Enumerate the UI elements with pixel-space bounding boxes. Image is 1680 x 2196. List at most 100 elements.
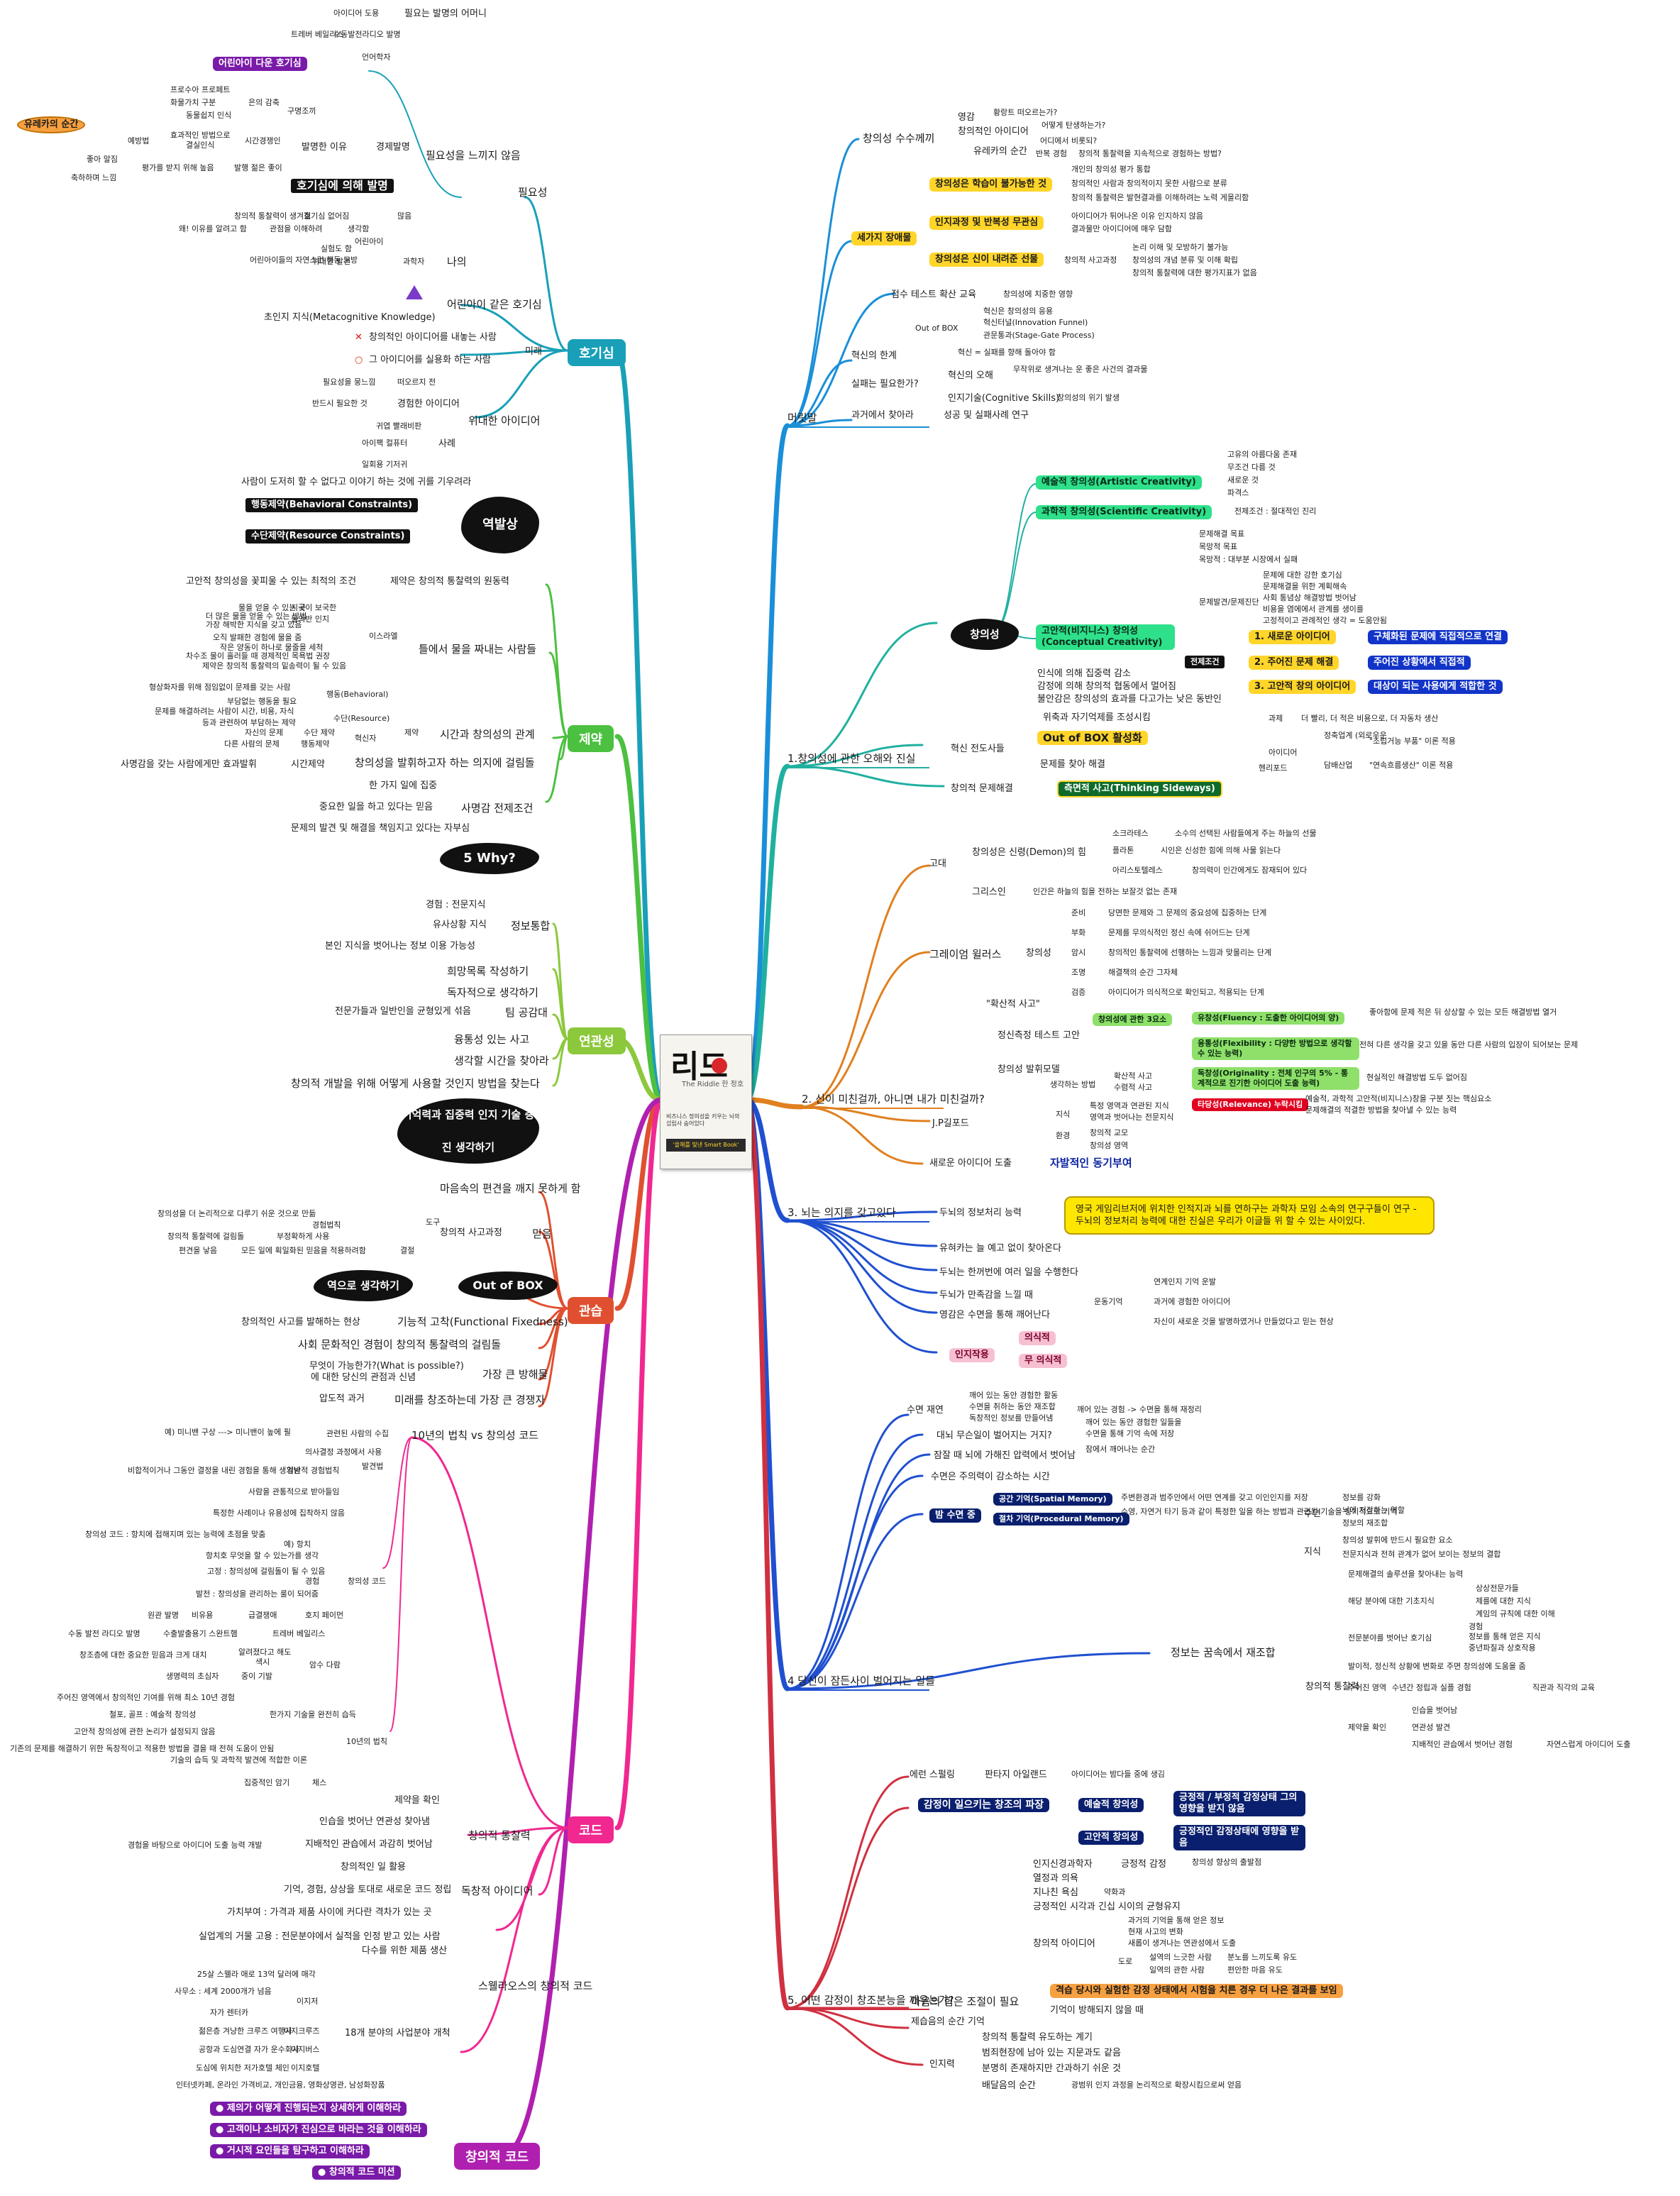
label-m3: 자신이 새로운 것을 발명하였거나 만들었다고 믿는 현상	[1154, 1317, 1334, 1326]
label-obstacle2: 창의적 통찰력에 걸림돌	[167, 1232, 245, 1241]
label-creative-process: 창의적 사고과정	[440, 1227, 502, 1238]
right-branch-title-4: 4 당신이 잠든사이 벌어지는 일들	[788, 1674, 936, 1687]
label-pride: 문제의 발견 및 해결을 책임지고 있다는 자부심	[291, 823, 470, 834]
label-road-d2: 분노를 느끼도록 유도	[1227, 1953, 1298, 1962]
label-knowledge2: 지식	[1304, 1547, 1321, 1557]
label-trevor: 트레버 베일리스	[291, 30, 344, 39]
branch-line	[538, 1307, 569, 1408]
label-s7: 잠에서 깨어나는 순간	[1085, 1445, 1156, 1454]
branch-yeongwan[interactable]: 연관성	[568, 1027, 626, 1054]
label-must: 반드시 필요한 것	[312, 399, 368, 408]
label-s4: 깨어 있는 경험 -> 수면을 통해 재정리	[1077, 1405, 1202, 1414]
label-discovery: 발견법	[362, 1462, 384, 1471]
label-listen: 사람이 도저히 할 수 없다고 이야기 하는 것에 귀를 기우려라	[241, 477, 472, 487]
label-change: 발이적, 정신적 상황에 변화로 주면 창의성에 도움을 줌	[1348, 1662, 1526, 1671]
label-sci1: 전제조건 : 절대적인 진리	[1234, 507, 1317, 516]
label-mission-only: 사명감을 갖는 사람에게만 효과발휘	[121, 759, 257, 770]
label-crisis: 창의성의 위기 발생	[1057, 393, 1120, 402]
label-o-idea: 그 아이디어를 실용화 하는 사람	[369, 355, 492, 365]
label-obs3c: 창의적 통찰력에 대한 평가지표가 없음	[1132, 268, 1257, 277]
label-how-think: 생각하는 방법	[1050, 1080, 1096, 1089]
tag-artistic: 예술적 창의성(Artistic Creativity)	[1036, 475, 1202, 490]
mission-item-4: ● 창의적 코드 미션	[312, 2165, 401, 2180]
branch-line	[786, 1219, 938, 1294]
label-irrational: 비합적이거나 그동안 결정을 내린 경험을 통해 생겨남	[128, 1466, 301, 1475]
branch-line	[786, 1219, 938, 1354]
label-need-sum: 필요성을 뭉느낌	[323, 377, 376, 387]
label-fail-need: 실패는 필요한가?	[851, 379, 919, 390]
label-flexible: 융통성 있는 사고	[454, 1033, 530, 1046]
branch-line	[786, 1210, 938, 1222]
label-what-possible: 무엇이 가능한가?(What is possible?)	[309, 1361, 464, 1372]
label-stagegate: 관문통과(Stage-Gate Process)	[983, 331, 1095, 340]
label-plato: 플라톤	[1112, 846, 1134, 855]
label-cute: 귀엽 빨래비판	[376, 421, 422, 431]
label-c1: 문제해결 목표	[1199, 529, 1245, 539]
branch-gwanseup[interactable]: 관습	[568, 1297, 614, 1324]
x-icon: ✕	[355, 332, 363, 343]
tag-child-curiosity: 어린아이 다운 호기심	[213, 57, 307, 71]
branch-code[interactable]: 코드	[568, 1816, 614, 1843]
label-budam: 부담없는 행동을 필요	[227, 697, 297, 706]
label-ci3: 새롭이 생겨나는 연관성에서 도출	[1128, 1938, 1237, 1948]
label-why-invent: 발명한 이유	[302, 142, 347, 153]
branch-line	[786, 1433, 924, 1690]
label-c6: 사회 통념상 해결방법 벗어남	[1263, 593, 1356, 602]
label-creative-solve: 창의적 문제해결	[951, 783, 1013, 794]
label-general-rule: 일반적 경험법칙	[287, 1466, 340, 1475]
label-solve-ability: 문제해결의 솔루션을 찾아내는 능력	[1348, 1569, 1464, 1579]
tag-conscious: 의식적	[1019, 1331, 1056, 1345]
label-socrates: 소크라테스	[1112, 829, 1149, 838]
tag-three-obstacles: 세가지 장애물	[851, 231, 917, 245]
branch-line	[744, 1097, 805, 1110]
label-specific: 특정한 사례이나 유용성에 집착하지 않음	[213, 1508, 346, 1518]
label-obs3b: 창의성의 개념 분류 및 이해 확립	[1132, 255, 1239, 265]
label-obs1b: 창의적인 사람과 창의적이지 못한 사람으로 분류	[1071, 179, 1227, 188]
label-learn-d: 광범위 인지 과정을 논리적으로 확장시킴으로써 얻음	[1071, 2080, 1242, 2090]
label-piryo-need: 필요성을 느끼지 않음	[426, 149, 521, 162]
label-insight: 창의적 통찰력	[468, 1829, 531, 1842]
branch-changui-code[interactable]: 창의적 코드	[454, 2143, 541, 2170]
label-satisfaction: 두뇌가 만족감을 느낄 때	[939, 1290, 1033, 1301]
label-focus: 한 가지 일에 집중	[369, 780, 438, 791]
label-master: 한가지 기술을 완전히 습득	[270, 1710, 356, 1719]
label-base-k3: 계임의 규칙에 대한 이해	[1476, 1609, 1555, 1618]
label-dream-recombine: 정보는 꿈속에서 재조합	[1171, 1646, 1276, 1659]
label-misunderstand: 혁신의 오해	[948, 370, 993, 381]
branch-line	[614, 734, 664, 1103]
branch-line	[744, 1097, 790, 2011]
branch-line	[545, 735, 569, 803]
label-propeller: 프로수아 프로페트	[170, 85, 231, 94]
label-o1: 오직 발패한 경험에 물을 줌	[213, 633, 302, 642]
label-henry-ford: 헨리포드	[1259, 763, 1288, 773]
label-jagung: 지국이 보국한	[291, 603, 337, 612]
label-own-problem: 자신의 문제	[245, 728, 284, 737]
label-idea-do: 아이디어 도용	[333, 9, 380, 18]
branch-hogisim[interactable]: 호기심	[568, 339, 626, 366]
label-interact: 중년파질과 상호작용	[1469, 1643, 1536, 1652]
stage-desc-4: 해결책의 순간 그자체	[1108, 968, 1178, 977]
stage-2: 부화	[1071, 928, 1086, 937]
label-resource: 수단(Resource)	[333, 714, 390, 723]
label-important: 중요한 일을 하고 있다는 믿음	[319, 802, 433, 812]
right-branch-title-1: 1.창의성에 관한 오해와 진실	[788, 752, 916, 765]
tag-flexibility: 융통성(Flexibility : 다양한 방법으로 생각할 수 있는 능력)	[1192, 1037, 1359, 1060]
label-repeat-d: 창의적 통찰력을 지속적으로 경험하는 방법?	[1078, 149, 1222, 158]
label-10year: 10년의 법칙 vs 창의성 코드	[411, 1429, 539, 1442]
label-o3: 차수조 물이 흘러들 때 경제적인 목욕법 권장	[186, 651, 331, 661]
label-anxiety: 불안감은 창의성의 효과를 다고가는 낮은 동반인	[1037, 694, 1222, 705]
tag-unconscious: 무 의식적	[1019, 1354, 1068, 1368]
label-mass: 다수를 위한 제품 생산	[362, 1946, 448, 1956]
label-bias: 편견을 낳음	[179, 1246, 218, 1255]
label-plato-d: 시인은 신성한 힘에 의해 사물 읽는다	[1161, 846, 1281, 855]
label-meatpack: 정축업계 (외로우운	[1324, 731, 1387, 740]
branch-jeyak[interactable]: 제약	[568, 725, 614, 752]
tag-spatial: 공간 기억(Spatial Memory)	[993, 1493, 1112, 1506]
label-aristotle-d: 창의력이 인간에게도 잠재되어 있다	[1192, 866, 1308, 875]
splat-creativity: 창의성	[951, 619, 1019, 650]
label-color: 색시	[255, 1657, 270, 1667]
label-curiosity-out: 전문분야를 벗어난 호기심	[1348, 1633, 1432, 1643]
tag-concept-creativity-d: 긍정적인 감정상태에 영향을 받음	[1173, 1825, 1305, 1850]
stage-desc-3: 창의적인 통찰력에 선행하는 느낌과 맞몰리는 단계	[1108, 948, 1272, 957]
